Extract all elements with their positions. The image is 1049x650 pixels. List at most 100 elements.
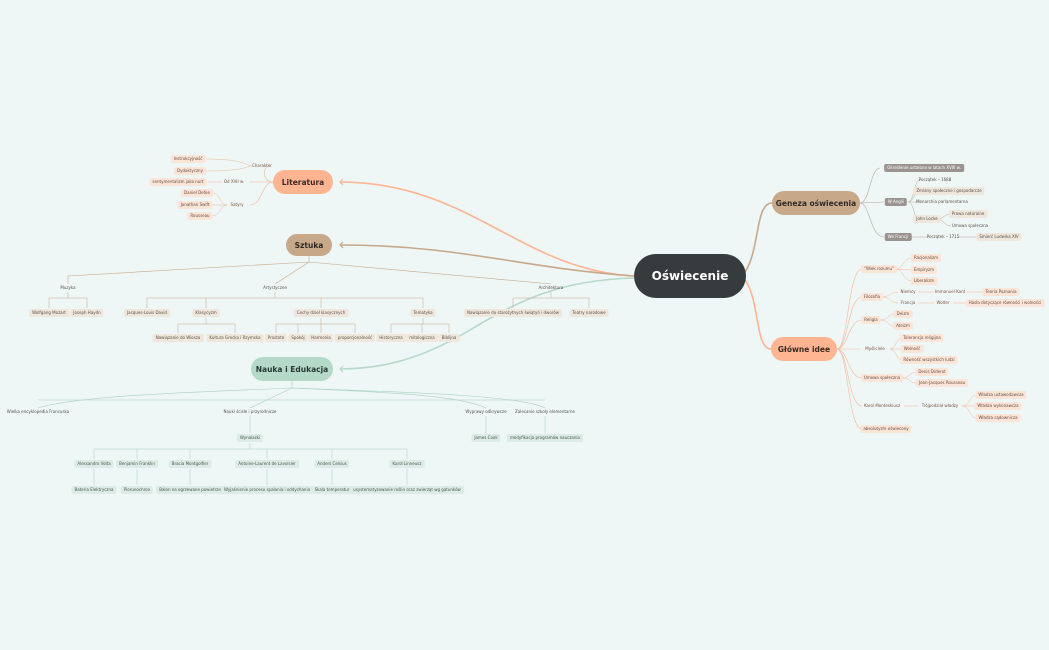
geneza-intro[interactable]: Określenie ustalone w latach XVIII w. — [884, 164, 964, 172]
geneza-anglia[interactable]: W Anglii — [884, 198, 908, 206]
geneza-francja-item[interactable]: Początek – 1715 — [926, 234, 960, 239]
idee-umowa[interactable]: Umowa społeczna — [860, 374, 904, 382]
geneza-locke-item-2[interactable]: Umowa społeczna — [951, 223, 989, 228]
nauka-szkoly[interactable]: Zalecanie szkoły elementarne — [515, 409, 575, 414]
idee-diderot[interactable]: Denis Diderot — [915, 368, 949, 376]
sztuka-muzyka-item-1[interactable]: Wolfgang Mozart — [29, 309, 69, 317]
sztuka-architektura-item-1[interactable]: Nawiązanie do starożytnych świątyń i dwo… — [463, 309, 563, 317]
lit-sentymentalizm[interactable]: sentymentalizm jako nurt — [149, 178, 207, 186]
sztuka-klasycyzm[interactable]: Klasycyzm — [192, 309, 220, 317]
geneza-anglia-item-1[interactable]: Początek – 1688 — [918, 177, 952, 182]
idee-francja[interactable]: Francja — [900, 300, 916, 305]
nauka-wyprawy[interactable]: Wyprawy odkrywcze — [465, 409, 507, 414]
branch-literatura[interactable]: Literatura — [273, 170, 333, 194]
edge-na-8 — [93, 469, 408, 485]
geneza-francja-sub[interactable]: Śmierć Ludwika XIV — [976, 233, 1022, 241]
inventor-1[interactable]: Alessandro Volta — [74, 460, 114, 468]
idee-mysliciele-item-3[interactable]: Równość wszystkich ludzi — [900, 356, 958, 364]
idee-wladza-1[interactable]: Władza ustawodawcza — [975, 391, 1027, 399]
idee-monteskiusz[interactable]: Karol Monteskiusz — [863, 403, 901, 408]
inventor-3[interactable]: Bracia Montgolfier — [168, 460, 212, 468]
inventor-4[interactable]: Antoine-Laurent de Lavoisier — [235, 460, 299, 468]
lit-satyra-item-2[interactable]: Jonathan Swift — [177, 201, 213, 209]
nauka-encyklopedia[interactable]: Wielka encyklopedia Francuska — [6, 409, 70, 414]
sztuka-klasycyzm-item-2[interactable]: Kultura Grecka i Rzymska — [206, 334, 264, 342]
idee-wiek-item-3[interactable]: Liberalizm — [910, 277, 938, 285]
edge-na-5 — [291, 387, 546, 409]
idee-niemcy[interactable]: Niemcy — [900, 289, 916, 294]
idee-wiek-item-1[interactable]: Racjonalizm — [910, 254, 942, 262]
sztuka-tematyka-item-1[interactable]: Historyczna — [376, 334, 406, 342]
sztuka-cechy-item-1[interactable]: Prostota — [264, 334, 288, 342]
geneza-anglia-item-2[interactable]: Zmiany społeczne i gospodarcze — [913, 187, 985, 195]
inventor-2[interactable]: Benjamin Franklin — [116, 460, 158, 468]
geneza-francja[interactable]: We Francji — [884, 233, 912, 241]
sztuka-tematyka-item-3[interactable]: Biblijna — [438, 334, 460, 342]
idee-kant[interactable]: Immanuel Kant — [934, 289, 966, 294]
idee-wiek-item-2[interactable]: Empiryzm — [910, 266, 938, 274]
idee-mysliciele-item-2[interactable]: Wolność — [900, 345, 924, 353]
lit-charakter-item-2[interactable]: Dydaktyczny — [174, 167, 206, 175]
root-node[interactable]: Oświecenie — [634, 254, 746, 298]
invention-3[interactable]: Balon na ogrzewane powietrze — [156, 486, 224, 494]
idee-wiek-rozumu[interactable]: "Wiek rozumu" — [861, 265, 897, 273]
geneza-locke-item-1[interactable]: Prawa naturalne — [948, 210, 988, 218]
nauka-nauki-scisle[interactable]: Nauki ścisłe i przyrodnicze — [223, 409, 277, 414]
sztuka-cechy-item-4[interactable]: proporcjonalność — [334, 334, 376, 342]
sztuka-cechy-item-3[interactable]: Harmonia — [308, 334, 334, 342]
lit-satyra-item-3[interactable]: Rousseau — [187, 212, 213, 220]
lit-od-xvii[interactable]: Od XVII w. — [223, 179, 245, 184]
idee-wolter-sub[interactable]: Hasła dotyczące równości i wolności — [965, 299, 1045, 307]
geneza-locke[interactable]: John Locke — [913, 215, 941, 223]
sztuka-artystyczne[interactable]: Artystyczne — [263, 285, 287, 290]
sztuka-tematyka-item-2[interactable]: mitologiczna — [406, 334, 438, 342]
edge-id-15 — [961, 394, 977, 419]
idee-ateizm[interactable]: Ateizm — [893, 322, 913, 330]
inventor-5[interactable]: Anders Celsius — [314, 460, 350, 468]
lit-charakter-item-1[interactable]: Instrukcyjność — [170, 155, 206, 163]
lit-charakter[interactable]: Charakter — [252, 163, 272, 168]
edge-id-3 — [836, 319, 863, 350]
invention-1[interactable]: Bateria Elektryczna — [71, 486, 117, 494]
idee-filozofia[interactable]: Filozofia — [860, 293, 884, 301]
idee-mysliciele-item-1[interactable]: Tolerancja religijna — [900, 334, 944, 342]
edge-lit-1 — [264, 165, 274, 183]
idee-rousseau[interactable]: Jean-Jacques Rousseau — [915, 379, 969, 387]
sztuka-tematyka[interactable]: Tematyka — [410, 309, 436, 317]
sztuka-cechy[interactable]: Cechy dzieł klasycznych — [293, 309, 349, 317]
edge-na-3 — [249, 387, 293, 409]
sztuka-architektura[interactable]: Architektura — [538, 285, 564, 290]
nauka-james-cook[interactable]: James Cook — [471, 434, 501, 442]
sztuka-muzyka-item-2[interactable]: Joseph Haydn — [70, 309, 104, 317]
arrow-literatura — [339, 178, 344, 186]
sztuka-cechy-item-2[interactable]: Spokój — [288, 334, 308, 342]
idee-kant-sub[interactable]: Teoria Poznania — [982, 288, 1020, 296]
branch-geneza-oswiecenia[interactable]: Geneza oświecenia — [772, 191, 860, 215]
sztuka-muzyka[interactable]: Muzyka — [60, 285, 76, 290]
invention-5[interactable]: Skala temperatur — [311, 486, 353, 494]
sztuka-architektura-item-2[interactable]: Teatry narodowe — [569, 309, 609, 317]
branch-glowne-idee[interactable]: Główne idee — [771, 337, 837, 361]
idee-mysliciele[interactable]: Myśliciele — [865, 346, 885, 351]
idee-religia[interactable]: Religia — [861, 316, 881, 324]
idee-wladza-2[interactable]: Władza wykonawcza — [974, 402, 1022, 410]
nauka-programy[interactable]: modyfikacja programów nauczania — [507, 434, 583, 442]
sztuka-klasycyzm-item-1[interactable]: Nawiązanie do Wiosza — [152, 334, 204, 342]
invention-2[interactable]: Piorunochron — [120, 486, 154, 494]
idee-wolter[interactable]: Wolter — [936, 300, 950, 305]
lit-satyra-item-1[interactable]: Daniel Defoe — [181, 189, 213, 197]
geneza-anglia-item-3[interactable]: Monarchia parlamentarna — [916, 199, 968, 204]
lit-satyry[interactable]: Satyry — [230, 202, 244, 207]
idee-deizm[interactable]: Deizm — [893, 310, 913, 318]
invention-6[interactable]: usystematyzowanie roślin oraz zwierząt w… — [350, 486, 464, 494]
branch-nauka-i-edukacja[interactable]: Nauka i Edukacja — [251, 357, 333, 381]
idee-absolutyzm[interactable]: absolutyzm oświecony — [860, 425, 912, 433]
idee-wladza-3[interactable]: Władza sądownicza — [975, 414, 1021, 422]
inventor-6[interactable]: Karol Linneusz — [389, 460, 425, 468]
branch-sztuka[interactable]: Sztuka — [286, 234, 332, 256]
edge-id-6 — [836, 348, 863, 407]
idee-trojpodzial[interactable]: Trójpodział władzy — [921, 403, 959, 408]
nauka-wynalazki[interactable]: Wynalazki — [236, 434, 264, 442]
sztuka-david[interactable]: Jacques-Louis David — [123, 309, 171, 317]
invention-4[interactable]: Wyjaśnienie procesu spalania i oddychani… — [220, 486, 314, 494]
